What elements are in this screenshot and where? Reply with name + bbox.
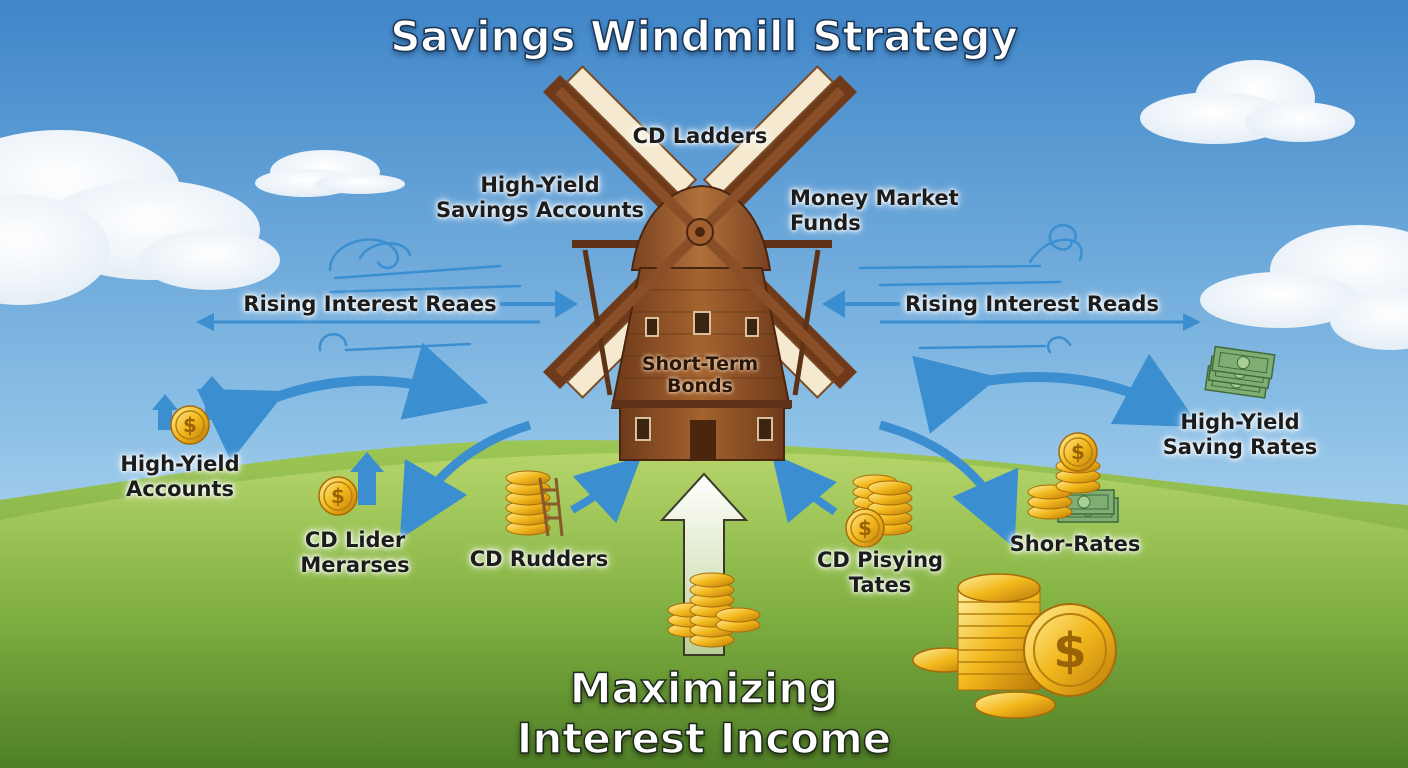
label-cd-rudders: CD Rudders <box>469 547 609 571</box>
arrow-up-left-small <box>771 453 838 524</box>
bottom-caption: Maximizing Interest Income <box>454 663 954 764</box>
label-shor-rates: Shor-Rates <box>1009 532 1141 556</box>
double-arrow-left <box>196 342 489 462</box>
cloud-left <box>0 130 280 305</box>
windmill-icon <box>543 65 857 461</box>
wind-arrow-into-right <box>822 290 900 318</box>
cash-stack-icon <box>1204 345 1276 399</box>
ladder-icon <box>505 470 564 537</box>
caption-line-1: Maximizing <box>569 663 839 714</box>
double-arrow-right <box>912 353 1201 434</box>
cloud-right <box>1200 225 1408 350</box>
label-cd-ladders: CD Ladders <box>632 124 768 148</box>
label-high-yield-savings: High-Yield Savings Accounts <box>436 173 644 222</box>
coin-stack-icon: $ <box>912 573 1117 719</box>
arrow-up-right-small <box>570 456 642 524</box>
label-cd-lider: CD Lider Merarses <box>300 528 410 577</box>
label-rising-interest-right: Rising Interest Reads <box>905 292 1159 316</box>
cloud-small <box>255 150 405 197</box>
label-cd-pisying: CD Pisying Tates <box>816 548 944 597</box>
wind-swirl-icon <box>858 223 1083 354</box>
caption-line-2: Interest Income <box>516 713 892 764</box>
label-short-term-bonds: Short-Term Bonds <box>641 353 759 397</box>
cloud-top-right <box>1140 60 1355 144</box>
page-title: Savings Windmill Strategy <box>389 11 1018 62</box>
label-money-market: Money Market Funds <box>790 186 959 235</box>
label-high-yield-accounts: High-Yield Accounts <box>120 452 240 501</box>
label-high-yield-saving-rates: High-Yield Saving Rates <box>1162 410 1318 459</box>
curved-arrow-down-right <box>878 420 1019 548</box>
label-rising-interest-left: Rising Interest Reaes <box>243 292 497 316</box>
wind-arrow-into-left <box>500 290 578 318</box>
curved-arrow-down-left <box>399 420 532 540</box>
dollar-coin-icon <box>152 376 226 445</box>
svg-text:$: $ <box>1053 623 1086 679</box>
dollar-coin-icon <box>318 452 384 516</box>
